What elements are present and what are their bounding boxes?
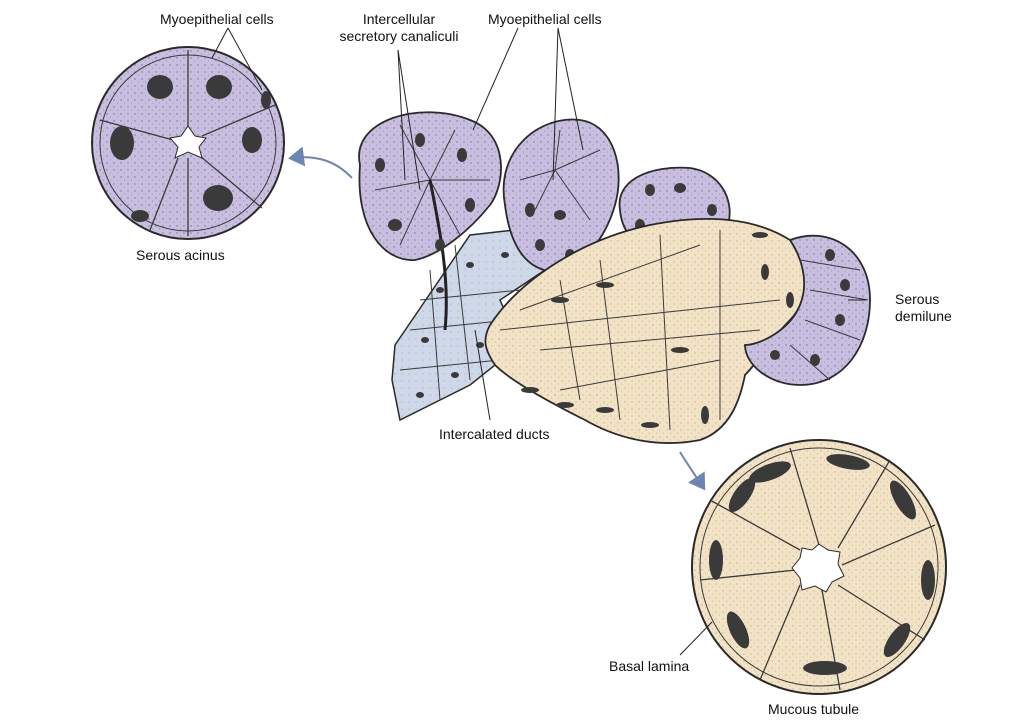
label-myoepithelial-left: Myoepithelial cells: [160, 11, 274, 27]
serous-acinus-lobe: [358, 111, 502, 331]
serous-acinus-small: [502, 118, 620, 273]
label-serous-acinus: Serous acinus: [136, 247, 225, 263]
label-basal-lamina: Basal lamina: [609, 658, 690, 674]
label-mucous-tubule: Mucous tubule: [768, 701, 860, 717]
label-myoepithelial-right: Myoepithelial cells: [488, 11, 602, 27]
mucous-nuclei: [709, 454, 935, 675]
tubule-lumen: [791, 543, 845, 593]
arrow-to-mucous-tubule: [679, 451, 706, 491]
label-intercellular-canaliculi: Intercellular secretory canaliculi: [339, 11, 459, 44]
mucous-tubule-mass: [484, 217, 806, 444]
serous-nuclei: [110, 75, 271, 222]
serous-acinus-cross-section: [91, 46, 285, 240]
arrow-to-serous-acinus: [288, 146, 353, 179]
serous-demilune: [744, 234, 871, 386]
leader-lines: [211, 27, 866, 656]
label-intercalated-ducts: Intercalated ducts: [439, 426, 550, 442]
serous-cell-borders: [99, 50, 276, 236]
acinus-lumen: [169, 125, 207, 159]
label-serous-demilune: Serous demilune: [895, 291, 952, 324]
mucous-tubule-cross-section: [691, 439, 947, 695]
